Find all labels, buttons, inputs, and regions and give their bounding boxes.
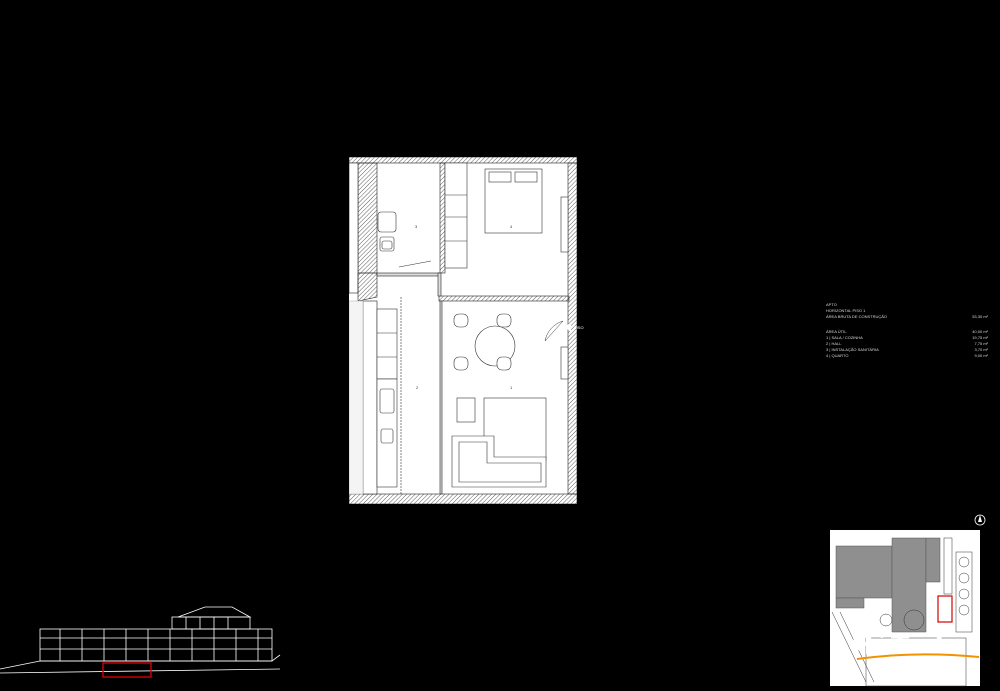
exterior-walls [349, 157, 577, 504]
legend-row-label: 2 | HALL [826, 341, 842, 346]
site-details [831, 537, 973, 687]
area-legend: APTO HORIZONTAL PISO 1 ÁREA BRUTA DE CON… [826, 302, 988, 359]
entry-label: PISO [574, 325, 584, 330]
interior-walls [376, 162, 570, 495]
legend-row-value: 9,00 m² [974, 353, 988, 358]
room-number-hall: 2 [416, 385, 419, 390]
legend-total-value: 53,30 m² [972, 314, 988, 319]
site-highlight [937, 595, 953, 623]
entry-arrow-icon [565, 322, 571, 332]
entry-door [544, 320, 564, 342]
logo-swoosh-icon [856, 653, 980, 660]
bedroom-furniture [444, 162, 569, 269]
site-buildings [835, 537, 941, 633]
legend-row-label: 4 | QUARTO [826, 353, 849, 358]
legend-row: 2 | HALL 7,75 m² [826, 341, 988, 347]
kitchen-furniture [376, 297, 402, 494]
room-number-bedroom: 4 [510, 224, 513, 229]
room-number-living: 1 [510, 385, 513, 390]
legend-header: APTO [826, 302, 837, 307]
north-arrow-icon [974, 514, 986, 526]
floor-plan: 3 4 2 1 [349, 157, 577, 504]
dining-set [453, 313, 516, 371]
legend-rooms-title: ÁREA ÚTIL [826, 329, 847, 334]
legend-rooms-title-value: 40,00 m² [972, 329, 988, 334]
building-elevation [0, 606, 281, 678]
legend-row: 4 | QUARTO 9,00 m² [826, 353, 988, 359]
legend-row: 3 | INSTALAÇÃO SANITÁRIA 3,70 m² [826, 347, 988, 353]
legend-row-value: 7,75 m² [974, 341, 988, 346]
legend-row-label: 3 | INSTALAÇÃO SANITÁRIA [826, 347, 879, 352]
legend-subtitle: HORIZONTAL PISO 1 [826, 308, 866, 313]
legend-row-value: 3,70 m² [974, 347, 988, 352]
legend-row: 1 | SALA / COZINHA 19,75 m² [826, 335, 988, 341]
elevation-highlight [102, 662, 152, 678]
legend-total-label: ÁREA BRUTA DE CONSTRUÇÃO [826, 314, 888, 319]
room-number-wc: 3 [415, 224, 418, 229]
wc-fixtures [377, 211, 432, 268]
living-furniture [451, 346, 569, 488]
legend-row-value: 19,75 m² [972, 335, 988, 340]
legend-row-label: 1 | SALA / COZINHA [826, 335, 863, 340]
site-plan [830, 514, 986, 687]
